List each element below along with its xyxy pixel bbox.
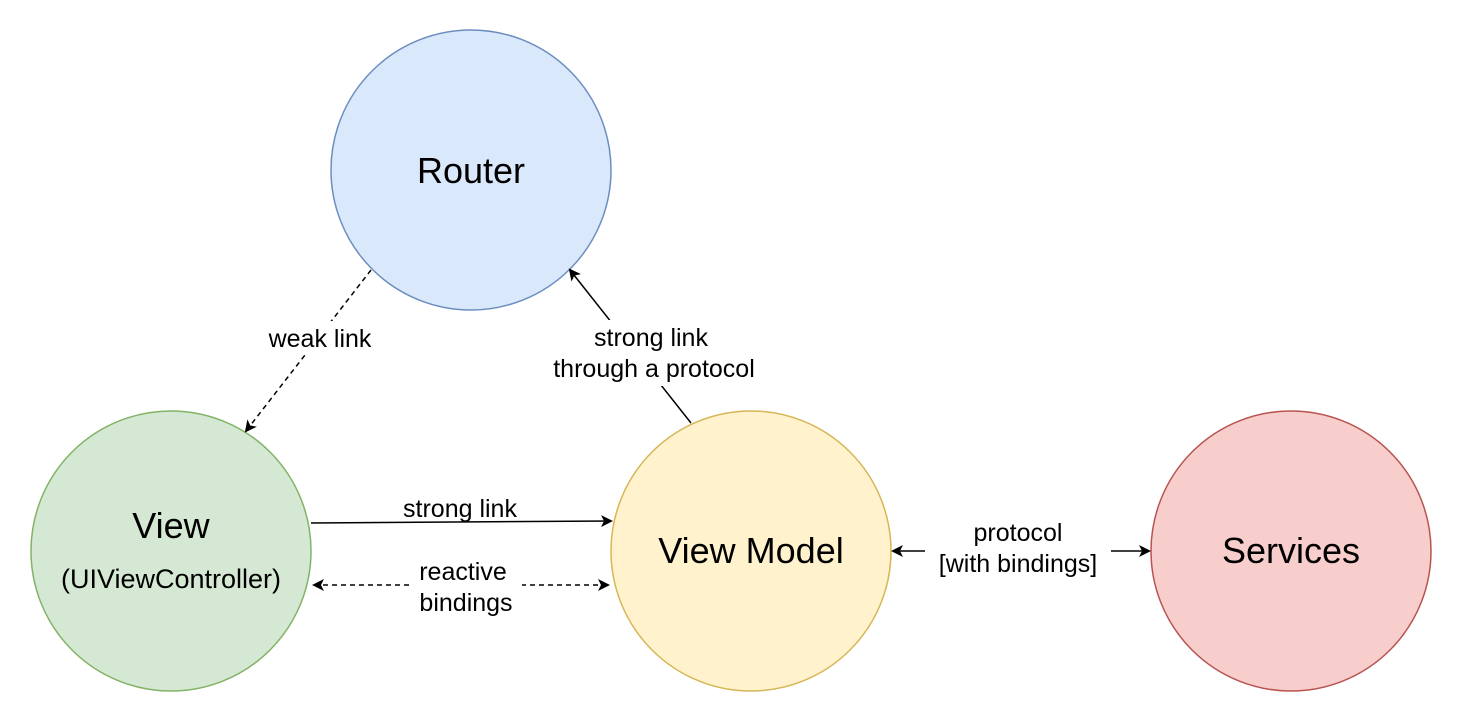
view-sublabel: (UIViewController) (61, 564, 281, 594)
view-node: View (UIViewController) (30, 410, 312, 692)
strong-link-edge: strong link (310, 495, 613, 528)
router-circle (330, 29, 612, 311)
view-model-node: View Model (610, 410, 892, 692)
reactive-bindings-label-bg (410, 558, 522, 616)
view-label: View (132, 505, 210, 546)
strong-link-protocol-edge: strong link through a protocol (538, 268, 770, 424)
router-node: Router (330, 29, 612, 311)
router-label: Router (417, 150, 525, 191)
weak-link-label: weak link (268, 325, 372, 353)
services-circle (1150, 410, 1432, 692)
view-circle (30, 410, 312, 692)
protocol-bindings-label-bg (925, 520, 1111, 580)
strong-link-protocol-label-line1: strong link (594, 324, 708, 352)
weak-link-label-bg (258, 321, 382, 353)
strong-link-line (310, 515, 613, 528)
reactive-bindings-edge: reactive bindings (312, 558, 610, 617)
strong-link-protocol-label-bg (538, 320, 770, 386)
strong-link-label: strong link (403, 495, 517, 523)
protocol-bindings-edge: protocol [with bindings] (891, 519, 1151, 580)
strong-link-protocol-label-line2: through a protocol (553, 355, 755, 383)
reactive-bindings-label-line1: reactive (419, 558, 507, 586)
reactive-bindings-label-line2: bindings (419, 589, 512, 617)
protocol-bindings-label-line1: protocol (974, 519, 1063, 547)
view-model-label: View Model (658, 530, 843, 571)
weak-link-edge: weak link (244, 269, 382, 433)
services-label: Services (1222, 530, 1360, 571)
protocol-bindings-label-line2: [with bindings] (939, 550, 1097, 578)
services-node: Services (1150, 410, 1432, 692)
